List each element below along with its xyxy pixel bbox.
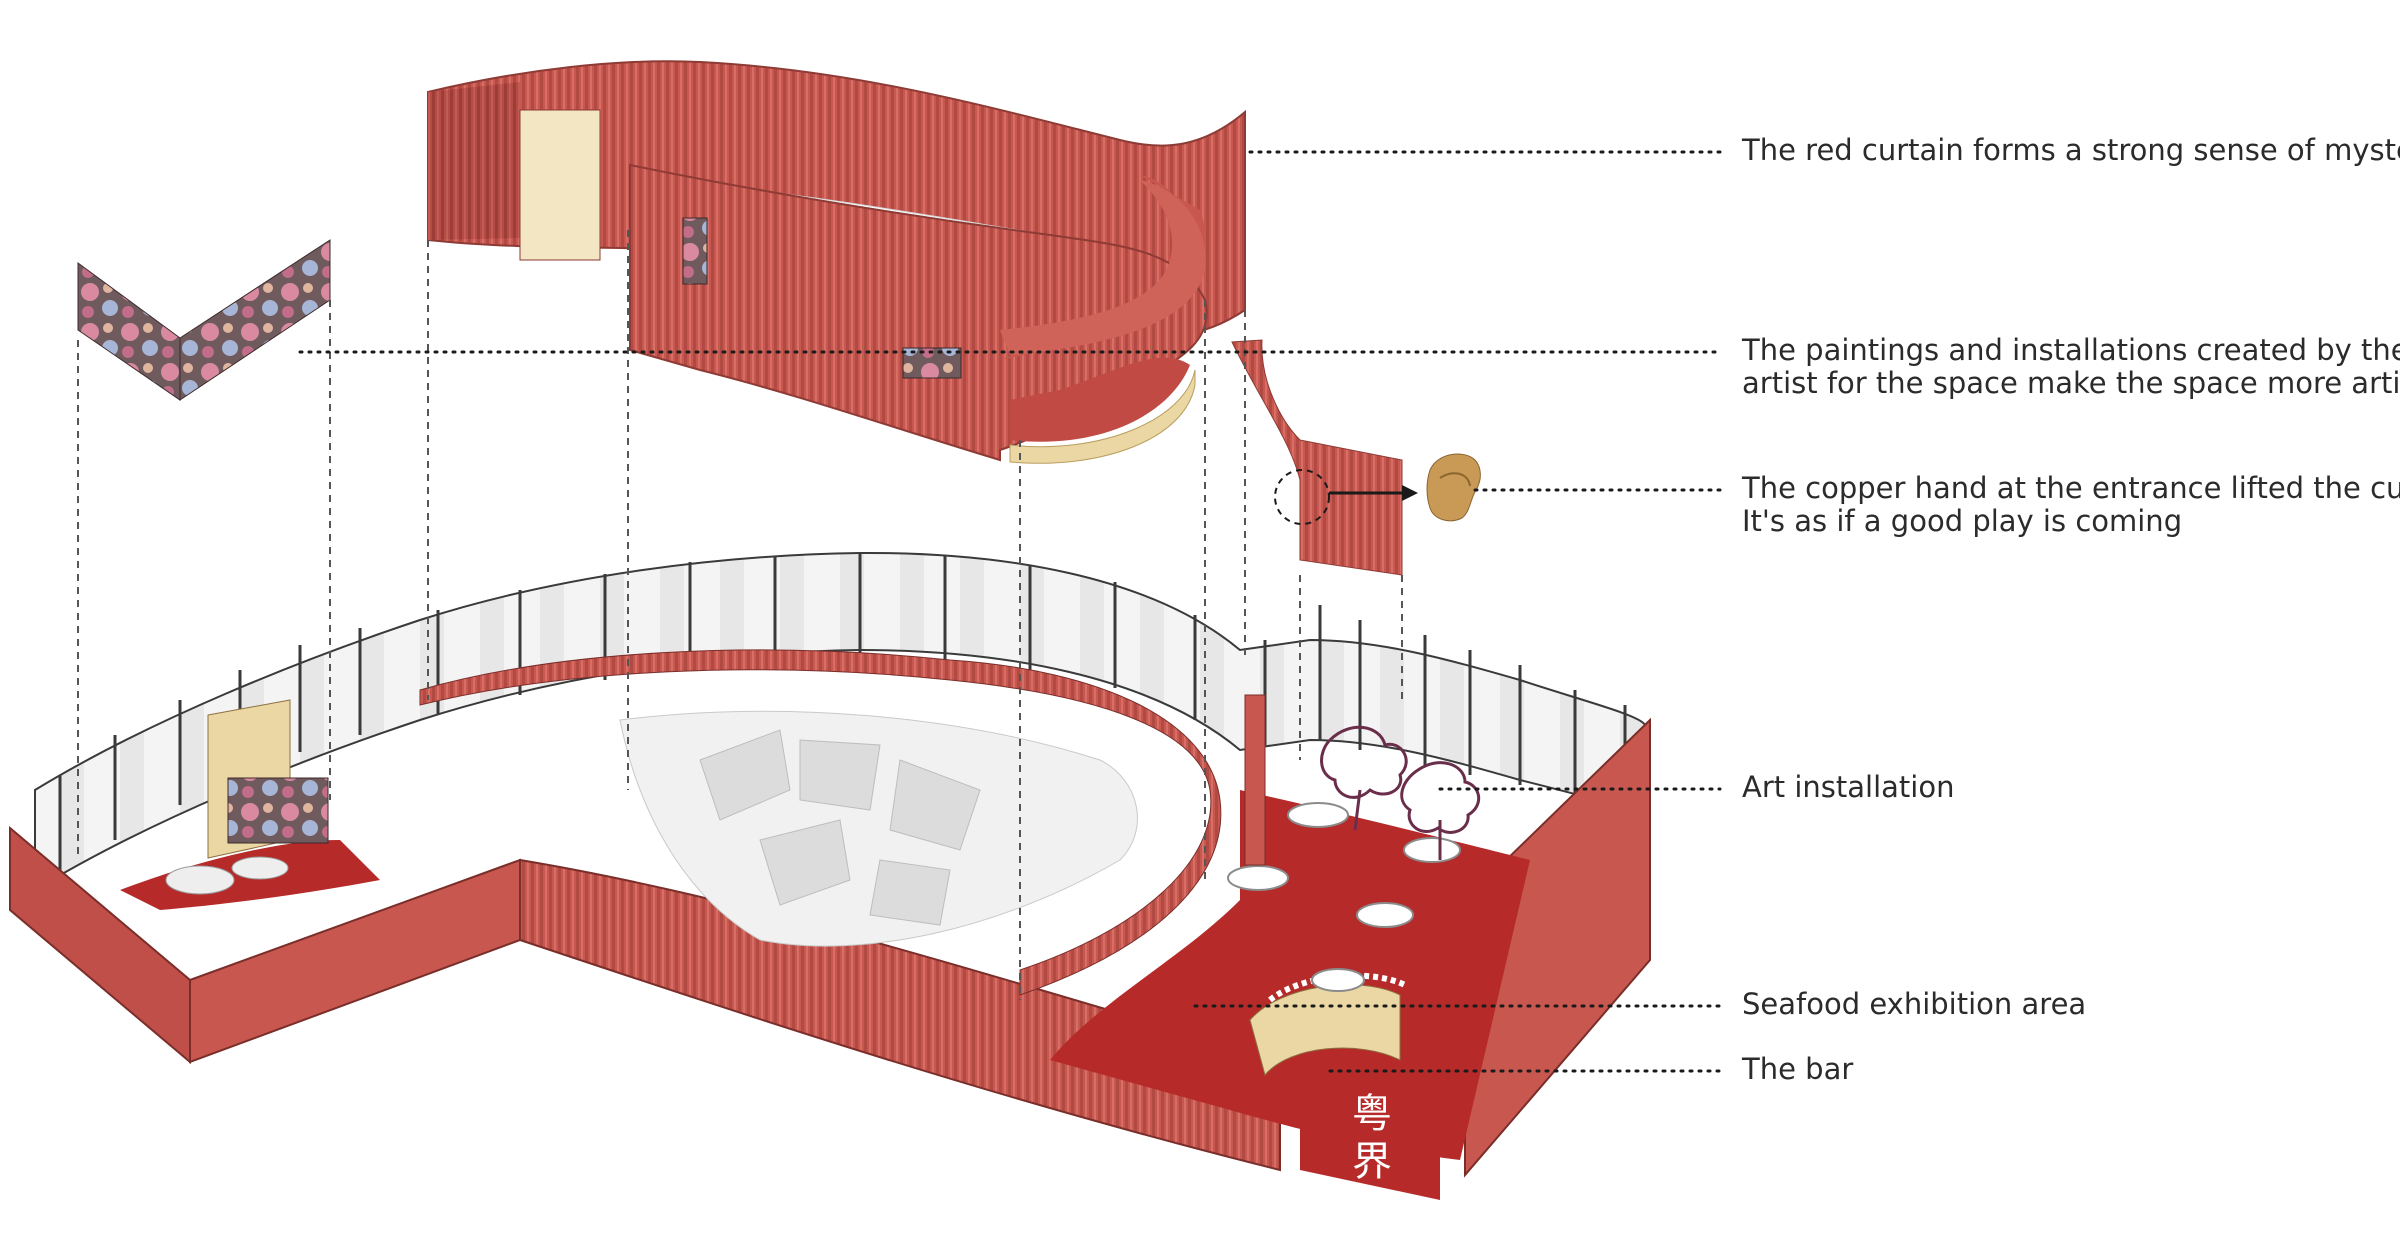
left-room-seating: [165, 856, 289, 895]
wall-painting-vertical: [682, 217, 708, 285]
logo-glyph-2: 界: [1352, 1139, 1392, 1185]
art-installation-flowers: [1320, 725, 1480, 860]
entrance-curtain-piece: [1231, 339, 1403, 576]
maze-curtain-band: [419, 649, 1222, 996]
projection-lines: [77, 230, 1403, 1000]
callout-seafood: Seafood exhibition area: [1742, 988, 2086, 1021]
curtain-ring: [427, 60, 1246, 464]
callout-line: The red curtain forms a strong sense of …: [1742, 133, 2400, 167]
copper-hand-arrowhead: [1402, 485, 1418, 501]
inner-maze-walls: [699, 729, 981, 926]
copper-hand-focus-circle: [1274, 469, 1330, 525]
outer-wall-front: [9, 825, 191, 1065]
callout-line: Art installation: [1742, 770, 1955, 804]
callout-line: artist for the space make the space more…: [1742, 366, 2400, 400]
callout-line: It's as if a good play is coming: [1742, 504, 2183, 538]
dining-tables: [1227, 802, 1461, 992]
callout-line: Seafood exhibition area: [1742, 987, 2087, 1021]
copper-hand: [1426, 453, 1481, 522]
curtain-left-return: [428, 82, 520, 240]
logo-glyph-1: 粤: [1352, 1091, 1392, 1137]
curtain-doorway: [519, 109, 601, 261]
callout-line: The copper hand at the entrance lifted t…: [1742, 471, 2400, 505]
dining-floor: [1050, 790, 1530, 1160]
callout-bar: The bar: [1742, 1053, 1853, 1086]
callout-copper-hand: The copper hand at the entrance lifted t…: [1742, 472, 2400, 538]
curtain-base: [1009, 369, 1196, 464]
folded-painting-panel: [77, 239, 331, 401]
curtain-front-wall: [629, 163, 1208, 462]
logo-wall: [1300, 1090, 1440, 1200]
callout-line: The bar: [1742, 1052, 1854, 1086]
left-room-painting: [227, 777, 329, 844]
entrance-pillar: [1244, 694, 1266, 866]
callout-line: The paintings and installations created …: [1742, 333, 2400, 367]
curtain-base-floor: [1010, 357, 1190, 442]
callout-red-curtain: The red curtain forms a strong sense of …: [1742, 134, 2400, 167]
callout-paintings: The paintings and installations created …: [1742, 334, 2400, 400]
main-floor: [9, 551, 1651, 1200]
callout-art-installation: Art installation: [1742, 771, 1954, 804]
leader-lines: [298, 150, 1722, 1073]
curtain-round-top: [1000, 180, 1206, 355]
